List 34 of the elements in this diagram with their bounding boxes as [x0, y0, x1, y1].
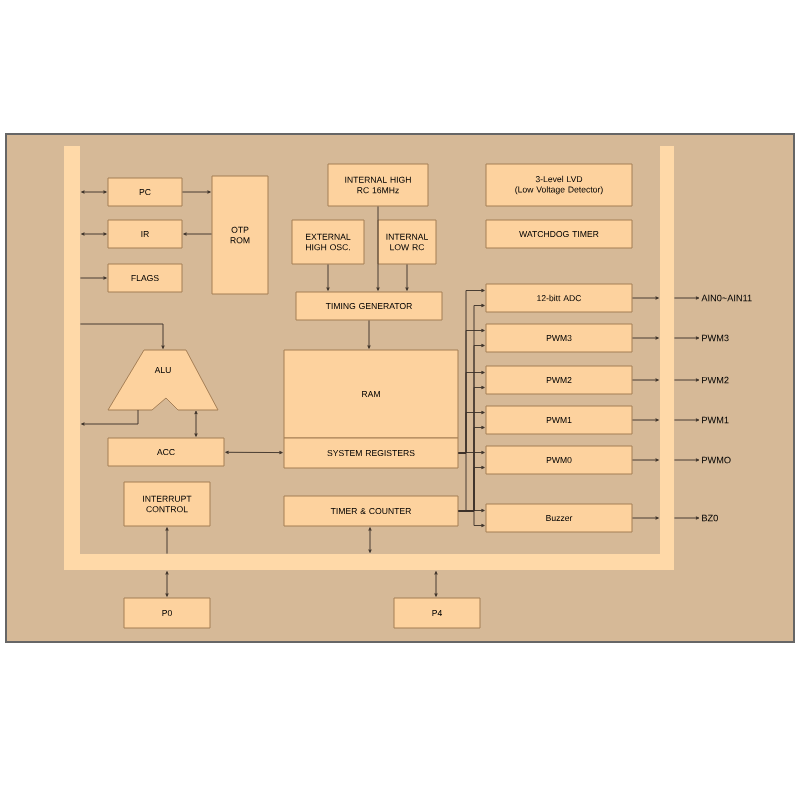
arrow [326, 264, 330, 291]
arrow [165, 571, 169, 597]
arrow [673, 418, 700, 422]
bus-bar [660, 146, 674, 554]
arrow [368, 527, 372, 553]
arrow [376, 206, 380, 291]
arrow [81, 190, 107, 194]
bus-bar [64, 146, 80, 554]
arrow [183, 232, 212, 236]
arrow [81, 409, 139, 426]
arrow [673, 378, 700, 382]
arrow [632, 458, 659, 462]
arrow [673, 458, 700, 462]
arrow [632, 516, 659, 520]
arrow [79, 323, 165, 349]
arrow [632, 418, 659, 422]
bus-bar [64, 554, 674, 570]
arrow [632, 296, 659, 300]
arrow [81, 232, 107, 236]
arrow [673, 336, 700, 340]
arrow [182, 190, 211, 194]
arrow [434, 571, 438, 597]
arrow [165, 527, 169, 555]
arrow [194, 410, 198, 437]
arrow [673, 516, 700, 520]
arrow [79, 276, 107, 280]
arrow [673, 296, 700, 300]
arrow [458, 510, 485, 528]
arrow [225, 450, 283, 455]
arrow [632, 378, 659, 382]
arrow [632, 336, 659, 340]
arrow [405, 264, 409, 291]
arrow [458, 452, 485, 513]
arrow [367, 320, 371, 349]
